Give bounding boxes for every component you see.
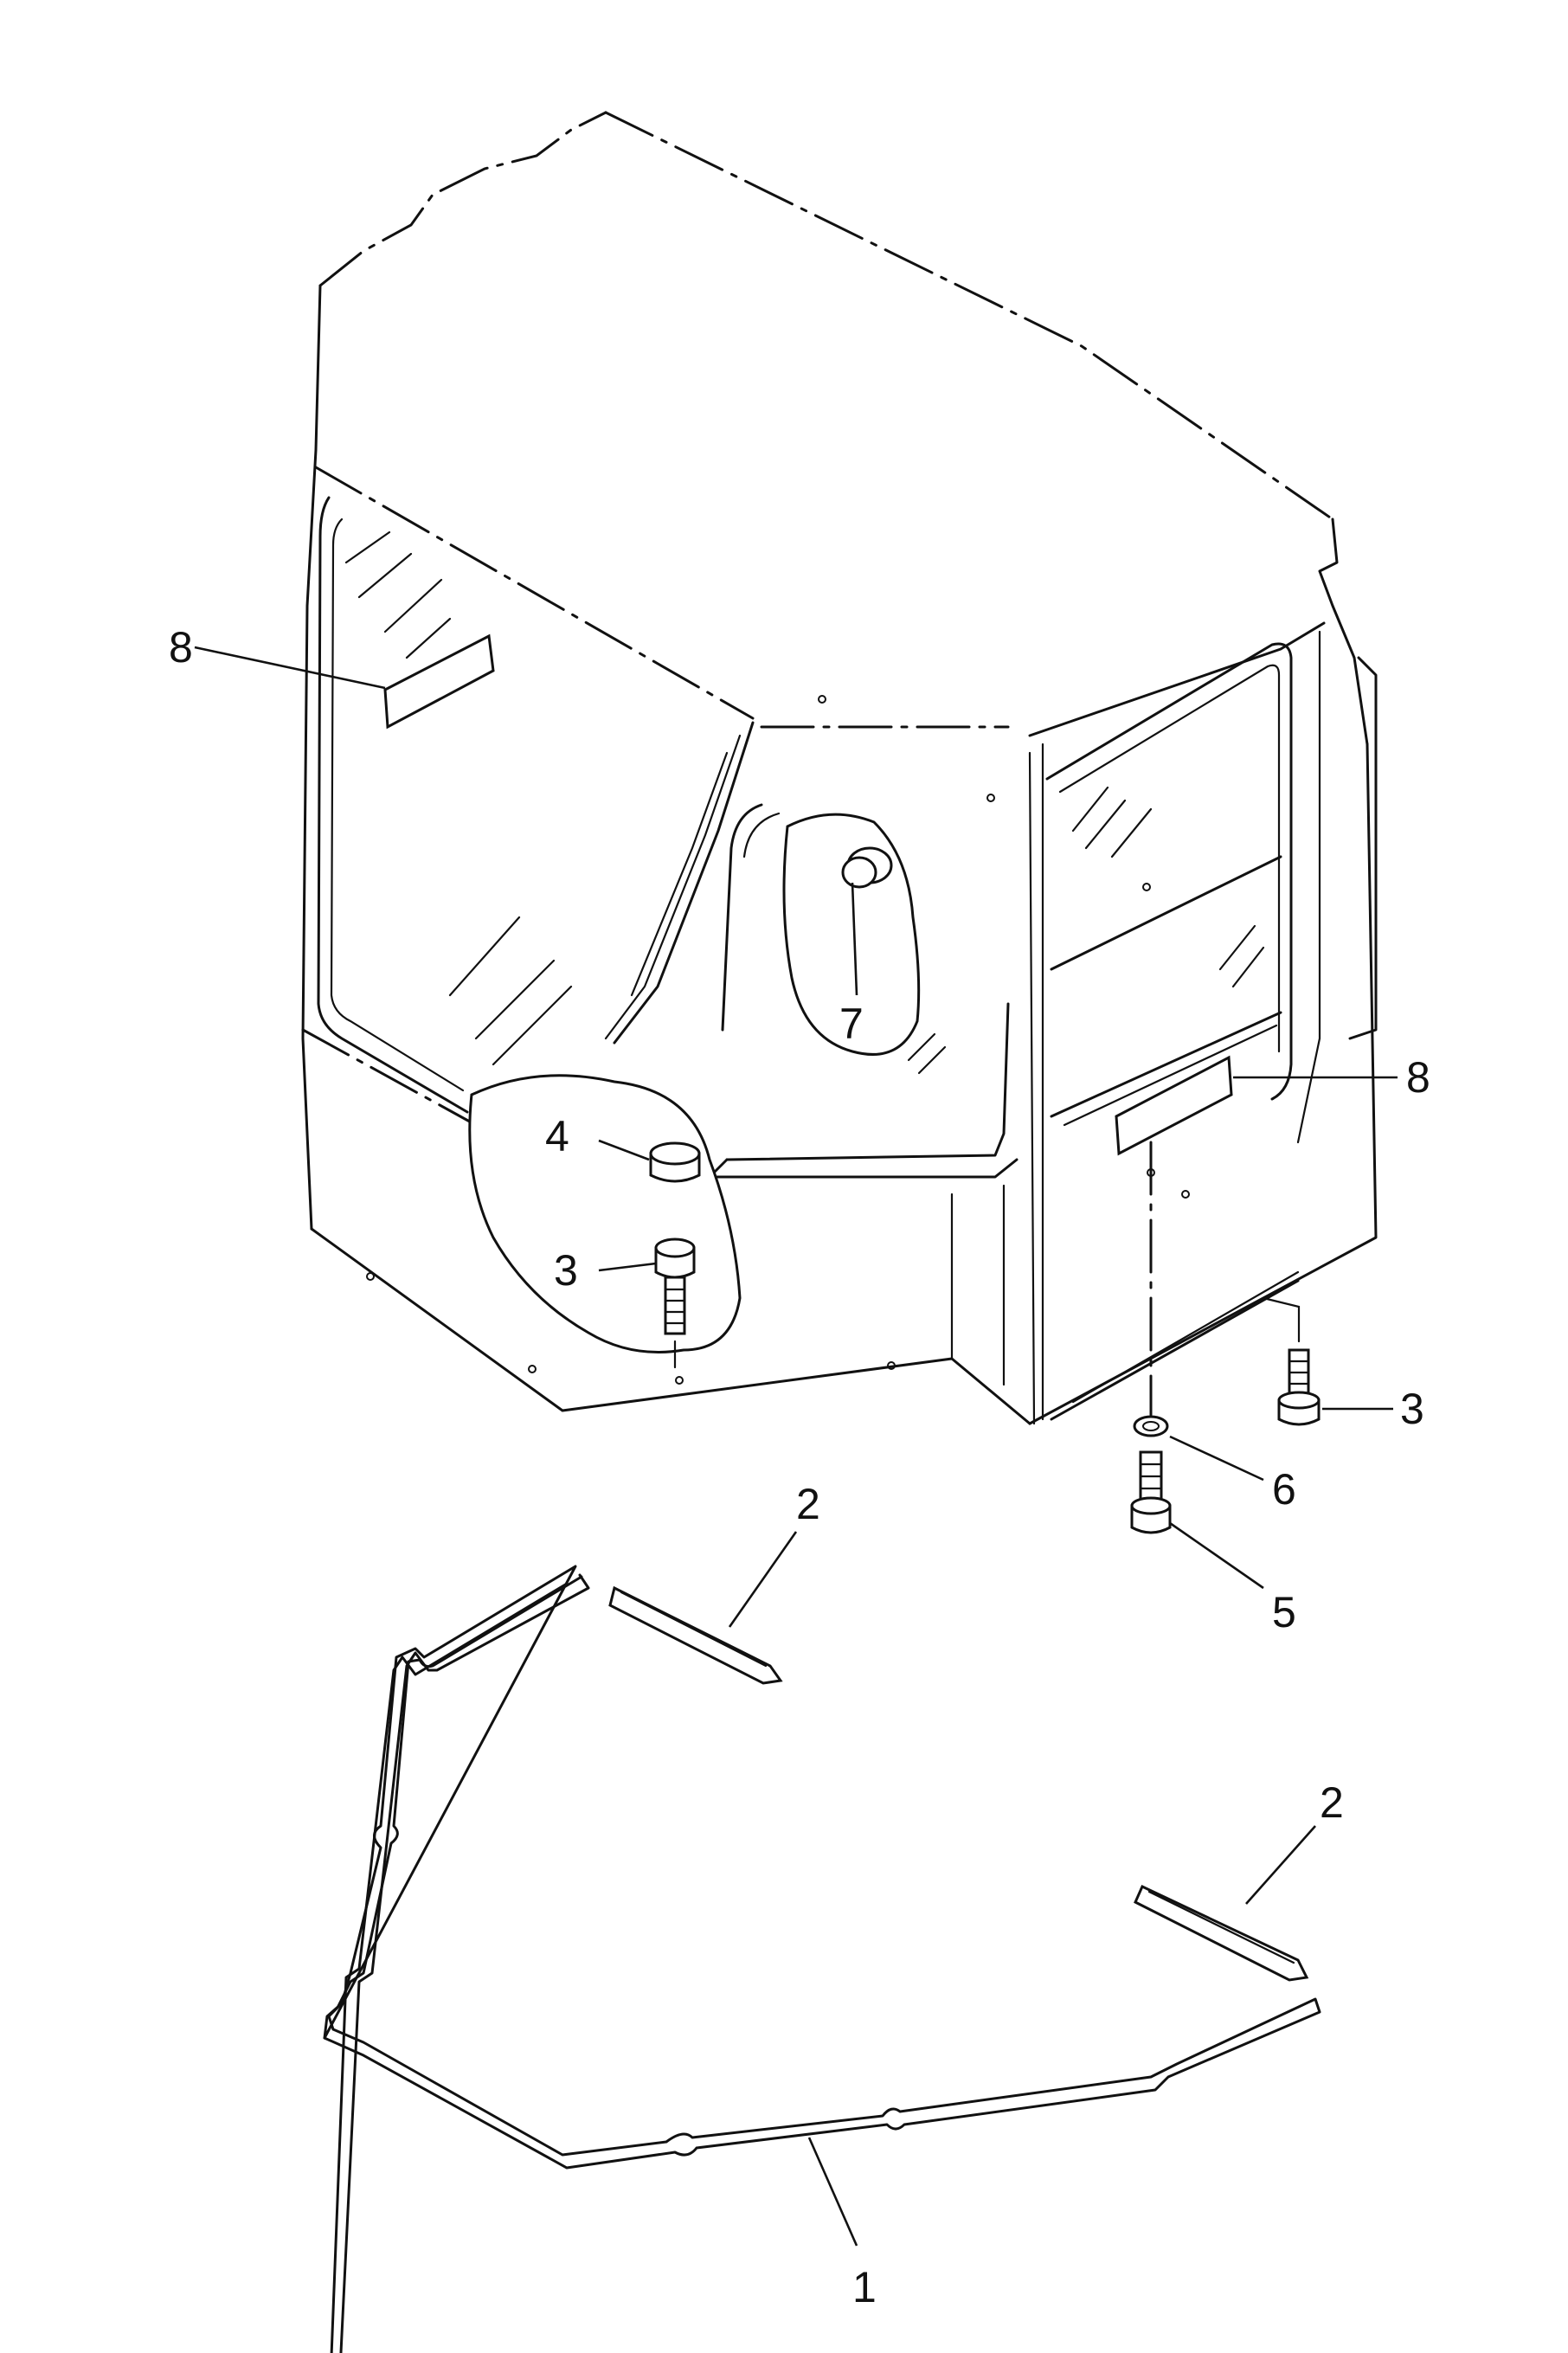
floor-mat — [330, 1573, 590, 2353]
callout-2-right: 2 — [1320, 1778, 1344, 1827]
seal-strip-left — [608, 1585, 783, 1685]
seal-strip-right — [1134, 1884, 1309, 1982]
cutaway-left — [468, 1074, 742, 1353]
callout-8-left: 8 — [169, 623, 193, 672]
decal-left — [383, 633, 495, 730]
callout-8-right: 8 — [1406, 1053, 1430, 1102]
mounting-holes — [366, 695, 1190, 1385]
callout-3-right: 3 — [1400, 1385, 1424, 1433]
bolt-right — [1262, 1296, 1321, 1426]
bolt-lower — [1130, 1450, 1172, 1534]
leader-lines — [194, 646, 1398, 2247]
cab-body — [301, 111, 1378, 1425]
plug-center — [841, 846, 893, 889]
callout-5: 5 — [1272, 1588, 1296, 1636]
bolt-left — [654, 1238, 696, 1369]
callout-2-left: 2 — [796, 1480, 820, 1528]
decal-right — [1115, 1055, 1233, 1156]
washer — [1133, 1141, 1169, 1437]
callout-4: 4 — [545, 1112, 569, 1160]
callout-6: 6 — [1272, 1465, 1296, 1514]
callout-labels: 1 2 2 3 3 4 5 6 7 8 8 — [169, 623, 1430, 2311]
callout-1: 1 — [852, 2263, 877, 2311]
callout-7: 7 — [839, 1000, 864, 1048]
floor-mat-outline — [323, 1565, 1321, 2170]
plug-left — [649, 1141, 701, 1183]
callout-3-left: 3 — [554, 1246, 578, 1295]
